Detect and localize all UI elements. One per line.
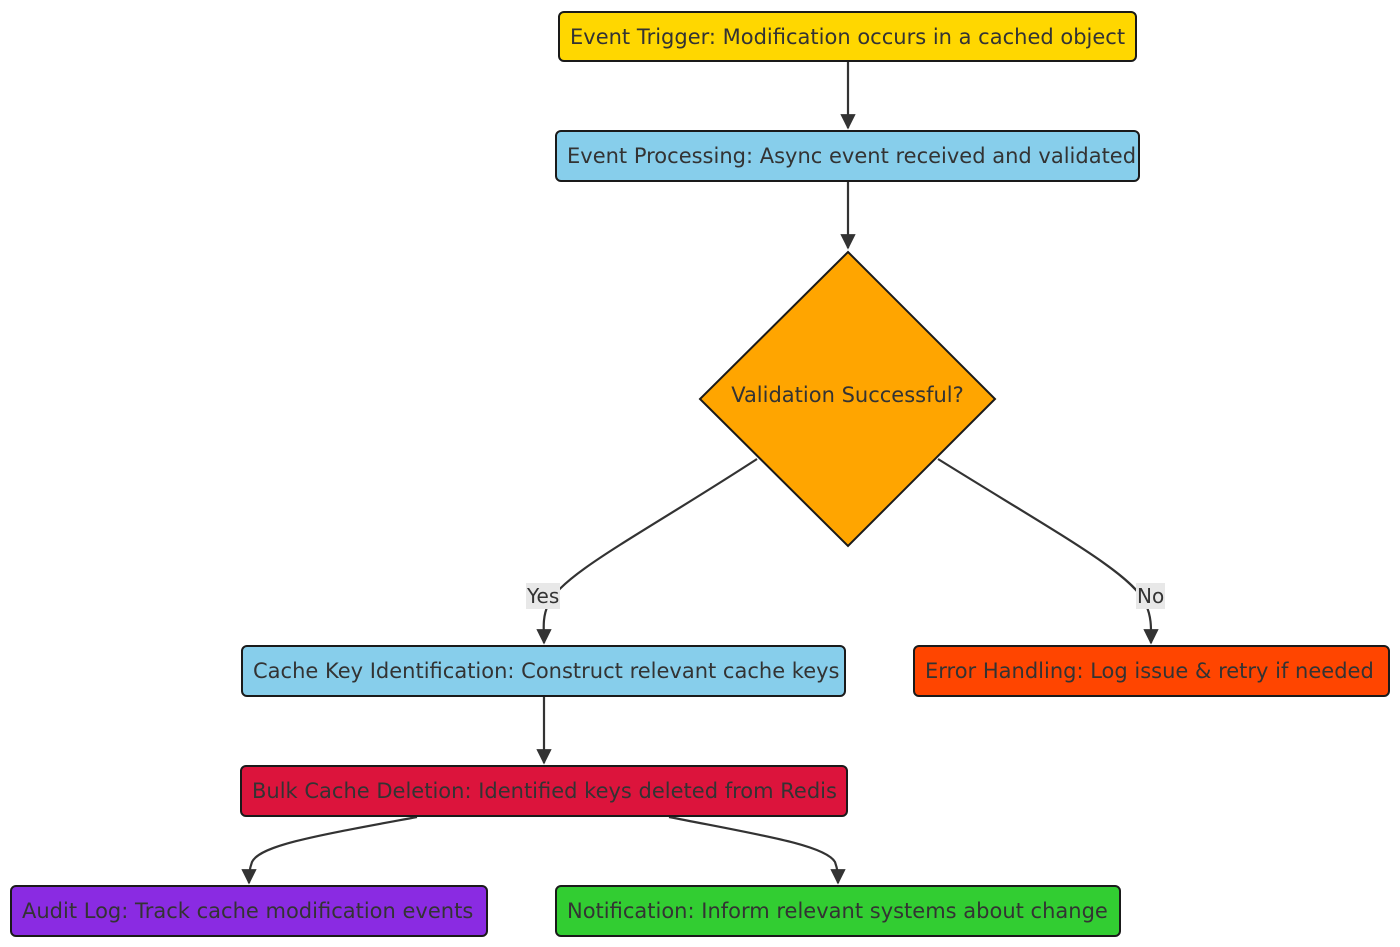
- node-error-handling-label: Error Handling: Log issue & retry if nee…: [925, 659, 1374, 683]
- node-audit-log-label: Audit Log: Track cache modification even…: [22, 899, 474, 923]
- edge-validation-no: [937, 458, 1159, 645]
- node-bulk-cache-deletion-label: Bulk Cache Deletion: Identified keys del…: [252, 779, 837, 803]
- edge-label-yes: Yes: [526, 583, 561, 609]
- node-notification-label: Notification: Inform relevant systems ab…: [567, 899, 1108, 923]
- node-cache-key-identification: Cache Key Identification: Construct rele…: [241, 645, 846, 697]
- node-error-handling: Error Handling: Log issue & retry if nee…: [913, 645, 1390, 697]
- edge-deletion-to-audit: [241, 815, 418, 885]
- node-event-processing-label: Event Processing: Async event received a…: [567, 144, 1137, 168]
- node-cache-key-identification-label: Cache Key Identification: Construct rele…: [253, 659, 840, 683]
- validation-diamond: [698, 250, 997, 548]
- node-notification: Notification: Inform relevant systems ab…: [555, 885, 1121, 937]
- node-bulk-cache-deletion: Bulk Cache Deletion: Identified keys del…: [240, 765, 848, 817]
- edge-validation-yes: [536, 458, 758, 645]
- edge-label-no: No: [1136, 583, 1166, 609]
- node-event-trigger-label: Event Trigger: Modification occurs in a …: [570, 24, 1126, 49]
- node-event-trigger: Event Trigger: Modification occurs in a …: [558, 11, 1137, 62]
- node-event-processing: Event Processing: Async event received a…: [555, 130, 1140, 182]
- edge-deletion-to-notification: [668, 815, 846, 885]
- node-validation-label: Validation Successful?: [731, 383, 964, 407]
- node-audit-log: Audit Log: Track cache modification even…: [10, 885, 488, 937]
